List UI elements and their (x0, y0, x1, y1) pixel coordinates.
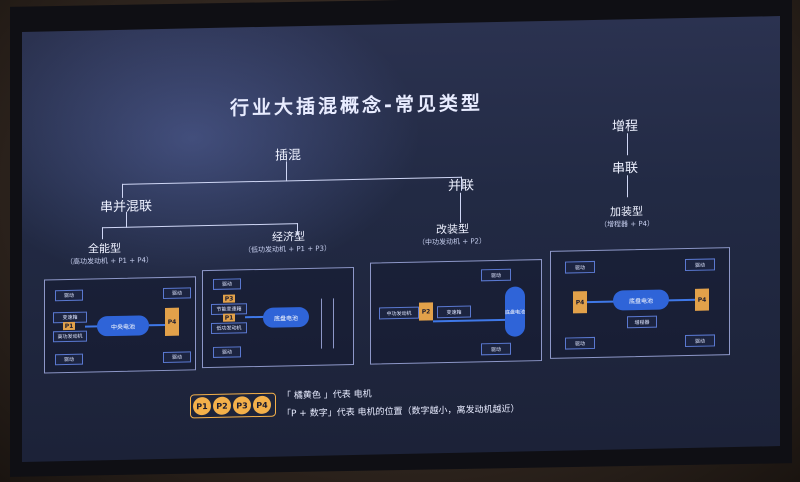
type-desc-retrofit: （中功发动机 + P2） (418, 237, 486, 247)
axle-line (321, 298, 322, 349)
engine-box: 低功发动机 (211, 322, 247, 334)
type-name-allround: 全能型 (88, 241, 121, 256)
badge-p3: P3 (233, 396, 251, 415)
type-desc-allround: （高功发动机 + P1 + P4） (66, 256, 153, 267)
diagram-panel-economy: 驱动 P3 节能变速箱 P1 低功发动机 底盘电池 驱动 (202, 266, 354, 369)
badge-p4: P4 (253, 395, 271, 415)
legend-line-position: 「P + 数字」代表 电机的位置（数字越小，离发动机越近） (282, 404, 520, 420)
drive-box: 驱动 (481, 342, 511, 356)
drive-box: 驱动 (565, 336, 595, 350)
drive-box: 驱动 (213, 278, 241, 290)
motor-p4: P4 (573, 291, 587, 314)
slide-title: 行业大插混概念-常见类型 (230, 92, 483, 120)
drive-box: 驱动 (163, 351, 191, 363)
type-name-addon: 加装型 (610, 204, 643, 219)
type-desc-economy: （低功发动机 + P1 + P3） (244, 244, 331, 255)
type-name-economy: 经济型 (272, 230, 305, 244)
power-wire (245, 315, 265, 319)
drive-box: 驱动 (685, 334, 715, 348)
drive-box: 驱动 (565, 260, 595, 274)
power-wire (149, 323, 165, 327)
motor-p3: P3 (223, 294, 235, 303)
battery-chassis: 底盘电池 (263, 306, 309, 328)
tree-line (627, 133, 628, 156)
transmission-box: 变速箱 (437, 305, 471, 319)
type-name-retrofit: 改装型 (436, 222, 469, 237)
type-desc-addon: （增程器 + P4） (600, 219, 654, 229)
tree-line (102, 227, 103, 240)
badge-p2: P2 (213, 396, 231, 415)
diagram-panel-addon: 驱动 驱动 P4 底盘电池 P4 增程器 驱动 驱动 (550, 247, 730, 359)
diagram-panel-retrofit: 驱动 中功发动机 P2 变速箱 底盘电池 驱动 (370, 259, 542, 365)
motor-p1: P1 (223, 313, 235, 322)
tree-line (126, 211, 127, 228)
node-range-extender: 增程 (612, 119, 639, 135)
projection-slide: 行业大插混概念-常见类型 插混 串并混联 并联 增程 串联 全能型 （高功发动机… (22, 16, 780, 462)
tree-line (627, 175, 628, 198)
battery-chassis: 底盘电池 (505, 286, 525, 337)
power-wire (433, 318, 505, 323)
drive-box: 驱动 (685, 258, 715, 272)
drive-box: 驱动 (55, 289, 83, 302)
legend-line-color: 「 橘黄色 」代表 电机 (282, 389, 372, 402)
node-parallel: 并联 (448, 178, 475, 195)
engine-box: 高功发动机 (53, 330, 87, 343)
legend-badge-group: P1 P2 P3 P4 (190, 392, 276, 419)
node-series: 串联 (612, 161, 639, 177)
diagram-panel-allround: 驱动 驱动 变速箱 P1 高功发动机 中央电池 P4 驱动 驱动 (44, 276, 196, 374)
light-glow (22, 16, 422, 294)
motor-p2: P2 (419, 302, 433, 321)
drive-box: 驱动 (481, 268, 511, 282)
tree-line (460, 192, 461, 223)
range-extender-box: 增程器 (627, 315, 657, 329)
motor-p1: P1 (63, 321, 75, 331)
motor-p4: P4 (165, 307, 179, 336)
battery-chassis: 底盘电池 (613, 289, 669, 311)
drive-box: 驱动 (213, 346, 241, 358)
motor-p4: P4 (695, 288, 709, 311)
drive-box: 驱动 (163, 287, 191, 299)
axle-line (333, 298, 334, 349)
tree-line (286, 161, 287, 182)
engine-box: 中功发动机 (379, 306, 419, 320)
node-phev: 插混 (275, 148, 302, 164)
badge-p1: P1 (193, 396, 211, 416)
drive-box: 驱动 (55, 353, 83, 366)
battery-central: 中央电池 (97, 315, 149, 337)
